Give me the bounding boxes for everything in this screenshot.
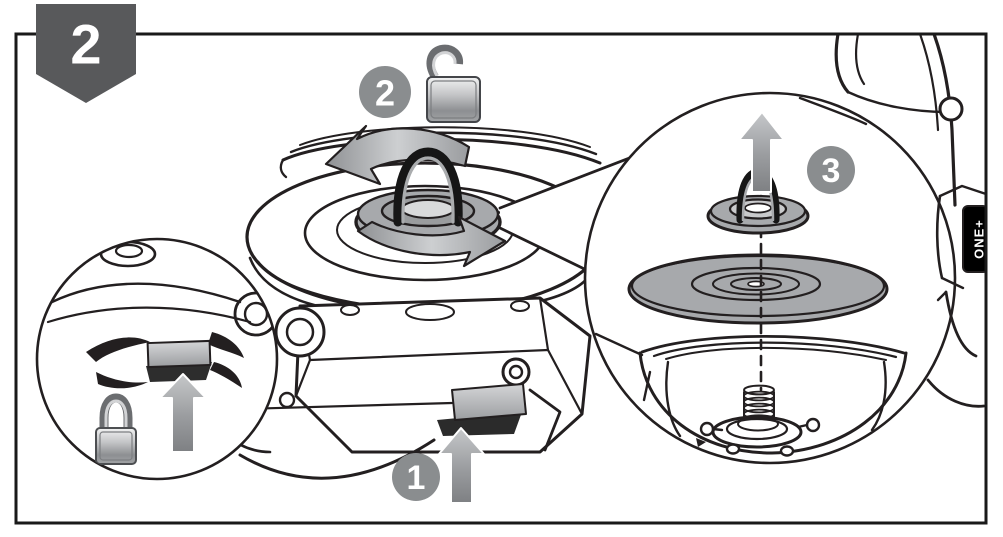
step-1-number: 1 bbox=[407, 459, 426, 497]
step-1-circle bbox=[392, 453, 440, 501]
battery-pivot-knob bbox=[938, 96, 964, 122]
right-inset bbox=[583, 91, 957, 465]
battery-pack: ONE+ bbox=[798, 35, 987, 408]
step-3-circle bbox=[807, 146, 855, 194]
step-badge-number: 2 bbox=[70, 13, 101, 76]
lock-icon bbox=[95, 393, 137, 465]
step-2-number: 2 bbox=[375, 73, 395, 114]
step-3-number: 3 bbox=[822, 152, 841, 190]
left-inset bbox=[35, 237, 279, 481]
step-badge: 2 bbox=[36, 4, 136, 103]
rotate-arrow-bottom bbox=[356, 215, 507, 268]
backing-pad-disc bbox=[627, 253, 889, 325]
release-button bbox=[437, 383, 527, 436]
lock-button-magnified bbox=[146, 339, 212, 382]
unlock-icon bbox=[426, 44, 481, 123]
battery-brand-label-plate bbox=[962, 205, 986, 273]
press-up-arrow-icon bbox=[438, 427, 485, 504]
press-up-arrow-icon bbox=[159, 373, 207, 453]
step-3-marker: 3 bbox=[807, 146, 855, 194]
lifted-knob bbox=[706, 168, 810, 235]
knob-bail-handle bbox=[393, 147, 463, 227]
lift-arrow-icon bbox=[738, 111, 785, 193]
step-2-circle bbox=[359, 66, 411, 118]
threaded-spindle bbox=[696, 384, 821, 457]
step-1-marker: 1 bbox=[392, 427, 485, 504]
figure-frame bbox=[14, 32, 988, 525]
cavity-shadows bbox=[86, 332, 244, 389]
step-2-marker: 2 bbox=[359, 44, 481, 123]
guard-bowl bbox=[594, 332, 908, 455]
battery-brand-label: ONE+ bbox=[972, 219, 987, 259]
